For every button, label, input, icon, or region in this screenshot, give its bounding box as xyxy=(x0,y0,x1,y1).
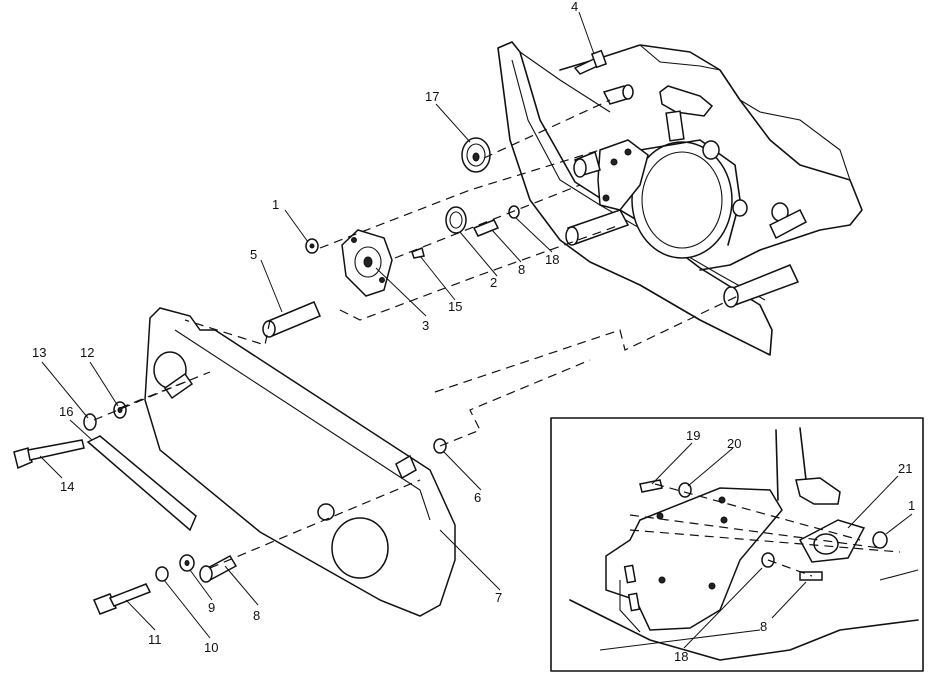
part-10-lockwasher xyxy=(155,566,169,582)
callout-inset-18: 18 xyxy=(674,649,688,664)
cover-clip xyxy=(395,454,417,480)
callout-10: 10 xyxy=(204,640,218,655)
engine-frame-assembly xyxy=(497,41,863,356)
callout-11: 11 xyxy=(148,632,162,647)
callout-inset-1: 1 xyxy=(908,498,915,513)
callout-labels: 1 2 3 4 5 6 7 8 8 9 10 11 12 13 14 15 16… xyxy=(32,0,915,664)
part-18-nut xyxy=(508,205,520,219)
callout-6: 6 xyxy=(474,490,481,505)
part-17-washer xyxy=(461,137,491,173)
callout-1: 1 xyxy=(272,197,279,212)
part-15-screw xyxy=(411,246,425,259)
part-12-washer xyxy=(113,401,127,419)
callout-4: 4 xyxy=(571,0,578,14)
part-16-belt-guard-strip xyxy=(86,435,197,532)
callout-16: 16 xyxy=(59,404,73,419)
callout-8-upper: 8 xyxy=(518,262,525,277)
part-13-nut xyxy=(83,413,97,431)
part-5-spacer-tube xyxy=(262,301,321,338)
callout-inset-20: 20 xyxy=(727,436,741,451)
callout-12: 12 xyxy=(80,345,94,360)
part-11-bolt xyxy=(93,583,152,615)
inset-detail-panel xyxy=(550,417,924,672)
callout-9: 9 xyxy=(208,600,215,615)
part-9-washer xyxy=(179,554,195,572)
part-1-nut xyxy=(305,238,319,254)
callout-inset-19: 19 xyxy=(686,428,700,443)
part-3-bearing-flange xyxy=(341,229,393,297)
callout-inset-8: 8 xyxy=(760,619,767,634)
callout-14: 14 xyxy=(60,479,74,494)
part-4-bolt xyxy=(573,49,608,75)
callout-15: 15 xyxy=(448,299,462,314)
callout-5: 5 xyxy=(250,247,257,262)
part-14-bolt xyxy=(13,439,85,470)
part-7-drive-cover xyxy=(144,307,456,617)
part-8-bolt-upper xyxy=(472,219,500,237)
callout-17: 17 xyxy=(425,89,439,104)
leader-lines xyxy=(39,11,595,639)
callout-3: 3 xyxy=(422,318,429,333)
part-8-bolt-lower xyxy=(199,555,238,583)
callout-18-upper: 18 xyxy=(545,252,559,267)
callout-13: 13 xyxy=(32,345,46,360)
assembly-lines xyxy=(93,99,741,569)
callout-8-lower: 8 xyxy=(253,608,260,623)
part-2-bushing xyxy=(445,206,467,234)
callout-inset-21: 21 xyxy=(898,461,912,476)
callout-2: 2 xyxy=(490,275,497,290)
callout-7: 7 xyxy=(495,590,502,605)
